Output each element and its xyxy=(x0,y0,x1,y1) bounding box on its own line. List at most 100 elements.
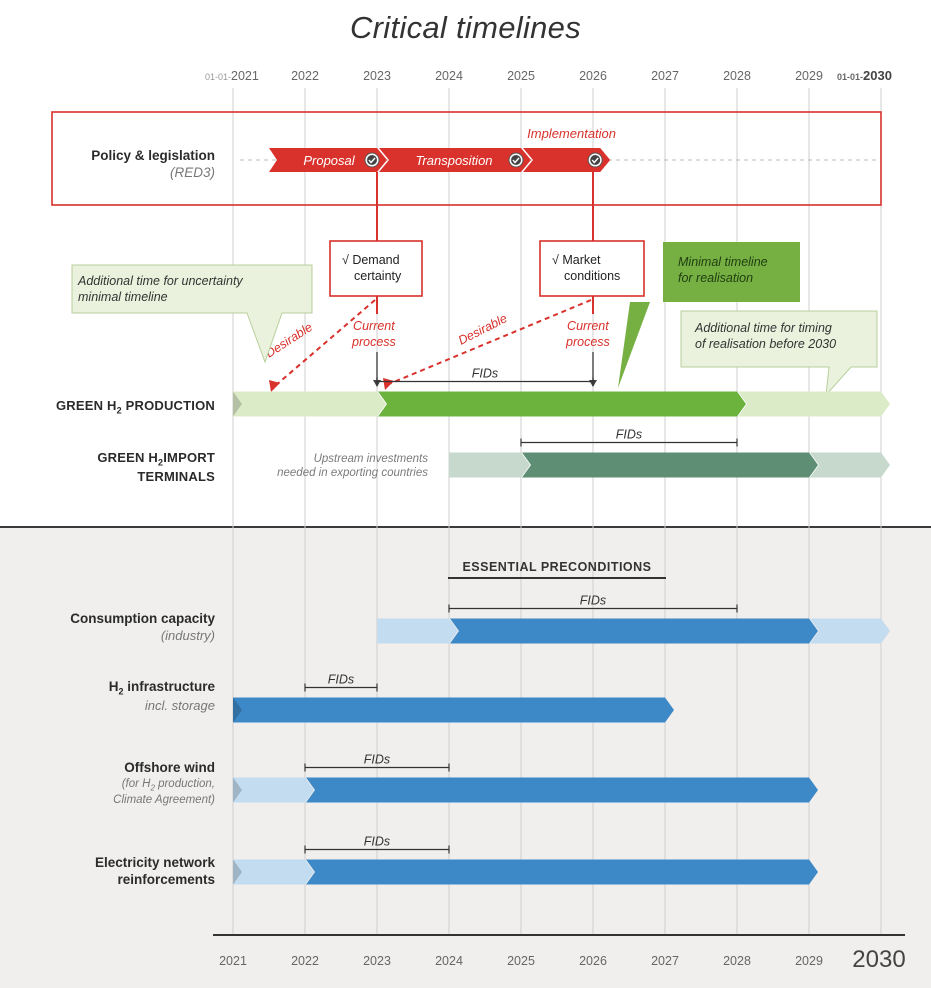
policy-box xyxy=(51,111,882,206)
box-line2: certainty xyxy=(354,269,402,284)
demand-certainty-box xyxy=(329,240,423,297)
market-conditions-box-text: √ Market conditions xyxy=(552,252,620,285)
axis-top-start: 2021 xyxy=(231,69,259,83)
timeline-bar-segment xyxy=(810,452,890,478)
timeline-bar-segment xyxy=(522,452,818,478)
bar-start-notch xyxy=(233,777,242,803)
fids-label: FIDs xyxy=(328,673,354,687)
check-icon-inner xyxy=(367,155,377,165)
callout-left-line2: minimal timeline xyxy=(78,290,168,305)
axis-top-tick: 2025 xyxy=(507,69,535,83)
row-sub: incl. storage xyxy=(144,697,215,713)
row-sub2: Climate Agreement) xyxy=(113,794,215,807)
timeline-bar-segment xyxy=(738,391,890,417)
callout-center-line2: for realisation xyxy=(678,271,754,286)
row-title: GREEN H xyxy=(97,450,159,465)
row-title-sub: 2 xyxy=(158,457,164,468)
axis-top-tick: 2029 xyxy=(795,69,823,83)
desirable-arrow xyxy=(388,299,592,385)
axis-top-tick: 2022 xyxy=(291,69,319,83)
timeline-bar-segment xyxy=(450,618,818,644)
check-mark xyxy=(512,157,520,164)
callout-left-bubble xyxy=(71,264,313,364)
axis-top-tick: 2023 xyxy=(363,69,391,83)
axis-bottom-tick: 2024 xyxy=(435,954,463,968)
bar-start-notch xyxy=(233,391,242,417)
preconditions-background xyxy=(0,528,931,988)
axis-start-prefix: 01-01- xyxy=(205,72,231,82)
callout-left-line1: Additional time for uncertainty xyxy=(78,274,243,288)
label-green-h2-import: GREEN H2IMPORT TERMINALS xyxy=(10,450,215,485)
row-sub: (industry) xyxy=(160,627,215,643)
current-line1: Current xyxy=(567,319,609,333)
label-consumption-capacity: Consumption capacity (industry) xyxy=(10,611,215,644)
row-title-rest: infrastructure xyxy=(123,679,215,694)
fids-label: FIDs xyxy=(472,367,498,381)
row-title: GREEN H xyxy=(55,398,117,413)
section-divider xyxy=(0,526,931,528)
policy-arrow xyxy=(379,148,531,172)
timeline-bar-segment xyxy=(306,777,818,803)
label-h2-infrastructure: H2 infrastructure incl. storage xyxy=(10,679,215,714)
axis-bottom-tick: 2027 xyxy=(651,954,679,968)
upstream-line2: needed in exporting countries xyxy=(277,467,428,480)
timeline-bar-segment xyxy=(378,391,746,417)
axis-bottom-tick: 2028 xyxy=(723,954,751,968)
fids-label: FIDs xyxy=(364,835,390,849)
row-title: Consumption capacity xyxy=(70,611,215,626)
label-electricity-network: Electricity network reinforcements xyxy=(10,855,215,889)
callout-right-line2: of realisation before 2030 xyxy=(695,337,837,352)
desirable-arrowhead xyxy=(383,378,394,390)
fids-label: FIDs xyxy=(580,594,606,608)
callout-center-bubble xyxy=(618,242,800,388)
callout-right-text: Additional time for timing of realisatio… xyxy=(695,320,836,353)
timeline-bar-segment xyxy=(233,391,386,417)
box-line1: √ Market xyxy=(552,253,601,267)
label-policy: Policy & legislation (RED3) xyxy=(20,148,215,182)
current-line1: Current xyxy=(353,319,395,333)
desirable-arrowhead xyxy=(269,380,280,392)
axis-top-tick: 2027 xyxy=(651,69,679,83)
row-title-line2: TERMINALS xyxy=(137,468,215,484)
policy-phase-label: Transposition xyxy=(415,153,492,168)
row-title-sub: 2 xyxy=(118,686,124,697)
desirable-arrow xyxy=(274,299,376,387)
upstream-note: Upstream investments needed in exporting… xyxy=(228,452,428,481)
upstream-line1: Upstream investments xyxy=(313,453,428,465)
axis-top-tick: 2026 xyxy=(579,69,607,83)
fids-label: FIDs xyxy=(616,428,642,442)
label-offshore-wind: Offshore wind (for H2 production, Climat… xyxy=(10,760,215,808)
axis-bottom-tick: 2026 xyxy=(579,954,607,968)
row-title-rest: IMPORT xyxy=(163,450,215,465)
row-title-sub: 2 xyxy=(116,405,122,416)
axis-bottom-tick: 2023 xyxy=(363,954,391,968)
axis-bottom-end: 2030 xyxy=(852,946,905,973)
page-title: Critical timelines xyxy=(349,10,582,45)
policy-arrow xyxy=(523,148,611,172)
axis-bottom-tick: 2022 xyxy=(291,954,319,968)
row-title-rest: PRODUCTION xyxy=(121,398,215,413)
row-sub1-rest: production, xyxy=(154,777,215,790)
policy-title: Policy & legislation xyxy=(91,148,215,163)
label-green-h2-production: GREEN H2 PRODUCTION xyxy=(10,396,215,417)
callout-center-text: Minimal timeline for realisation xyxy=(678,254,768,287)
timeline-bar-segment xyxy=(377,618,458,644)
axis-top-tick: 2024 xyxy=(435,69,463,83)
axis-bottom-tick: 2025 xyxy=(507,954,535,968)
check-icon-inner xyxy=(511,155,521,165)
check-mark xyxy=(591,157,599,164)
callout-left-text: Additional time for uncertainty minimal … xyxy=(78,273,243,306)
fids-label: FIDs xyxy=(364,753,390,767)
bar-start-notch xyxy=(233,697,242,723)
timeline-bar-segment xyxy=(449,452,530,478)
check-mark xyxy=(368,157,376,164)
policy-subtitle: (RED3) xyxy=(169,164,215,180)
current-process-label-1: Current process xyxy=(352,318,396,351)
axis-end-prefix: 01-01- xyxy=(837,72,863,82)
current-line2: process xyxy=(566,335,610,350)
callout-right-line1: Additional time for timing xyxy=(695,321,832,335)
callout-right-bubble xyxy=(680,310,878,397)
axis-top-tick: 2028 xyxy=(723,69,751,83)
